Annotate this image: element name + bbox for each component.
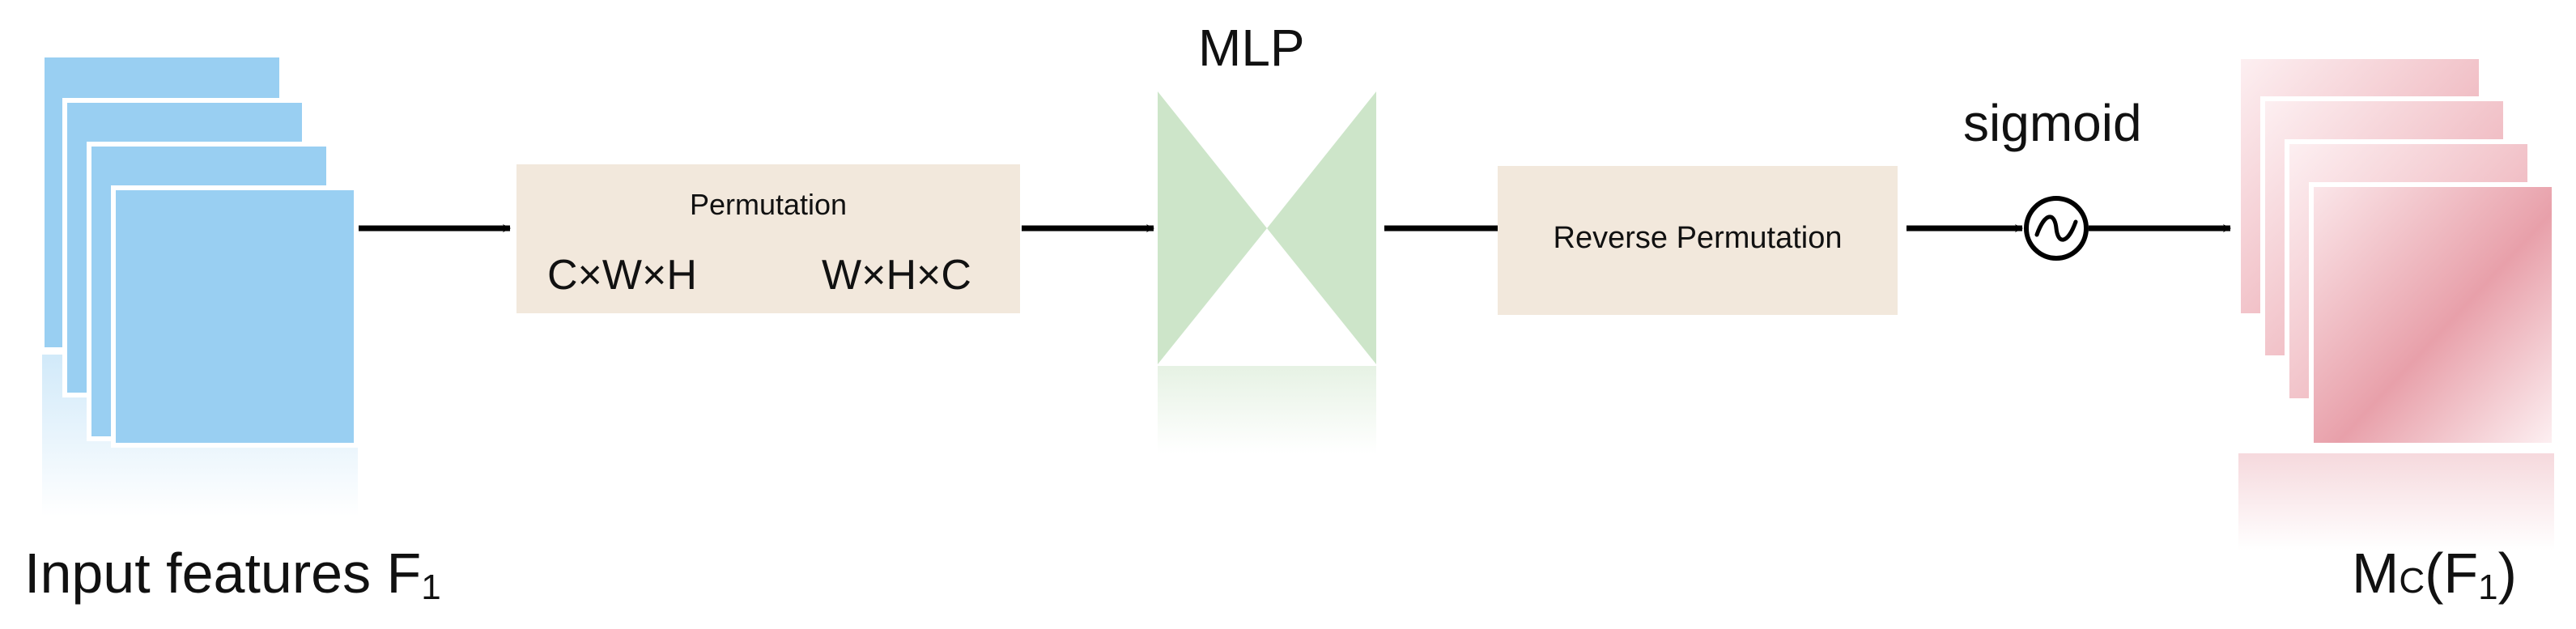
reverse-permutation-box xyxy=(1498,166,1898,315)
output-label-close: ) xyxy=(2497,542,2517,605)
permutation-from-dims: C×W×H xyxy=(547,252,697,299)
output-label-open: (F xyxy=(2425,542,2479,605)
permutation-to-dims: W×H×C xyxy=(822,252,971,299)
input-features-label: Input features F1 xyxy=(24,541,441,608)
output-label-main: M xyxy=(2352,542,2400,605)
output-map-4 xyxy=(2309,182,2557,448)
output-label: MC(F1) xyxy=(2352,541,2517,608)
reverse-permutation-label: Reverse Permutation xyxy=(1553,221,1843,255)
output-label-sub: C xyxy=(2399,561,2425,601)
sigmoid-label: sigmoid xyxy=(1963,94,2142,152)
mlp-left-triangle xyxy=(1158,91,1267,364)
output-label-sub2: 1 xyxy=(2478,567,2498,607)
permutation-box xyxy=(516,164,1020,313)
permutation-title: Permutation xyxy=(689,188,848,221)
mlp-shape xyxy=(1158,91,1376,453)
output-attention-stack xyxy=(2236,54,2557,550)
input-features-text: Input features F xyxy=(24,542,422,605)
sigmoid-icon xyxy=(2024,196,2089,261)
mlp-reflection xyxy=(1158,366,1376,453)
output-reflection xyxy=(2238,453,2554,550)
input-features-subscript: 1 xyxy=(421,567,441,607)
input-feature-stack xyxy=(40,53,359,516)
mlp-label: MLP xyxy=(1198,19,1305,77)
mlp-right-triangle xyxy=(1267,91,1376,364)
input-feature-map-4 xyxy=(111,185,359,448)
